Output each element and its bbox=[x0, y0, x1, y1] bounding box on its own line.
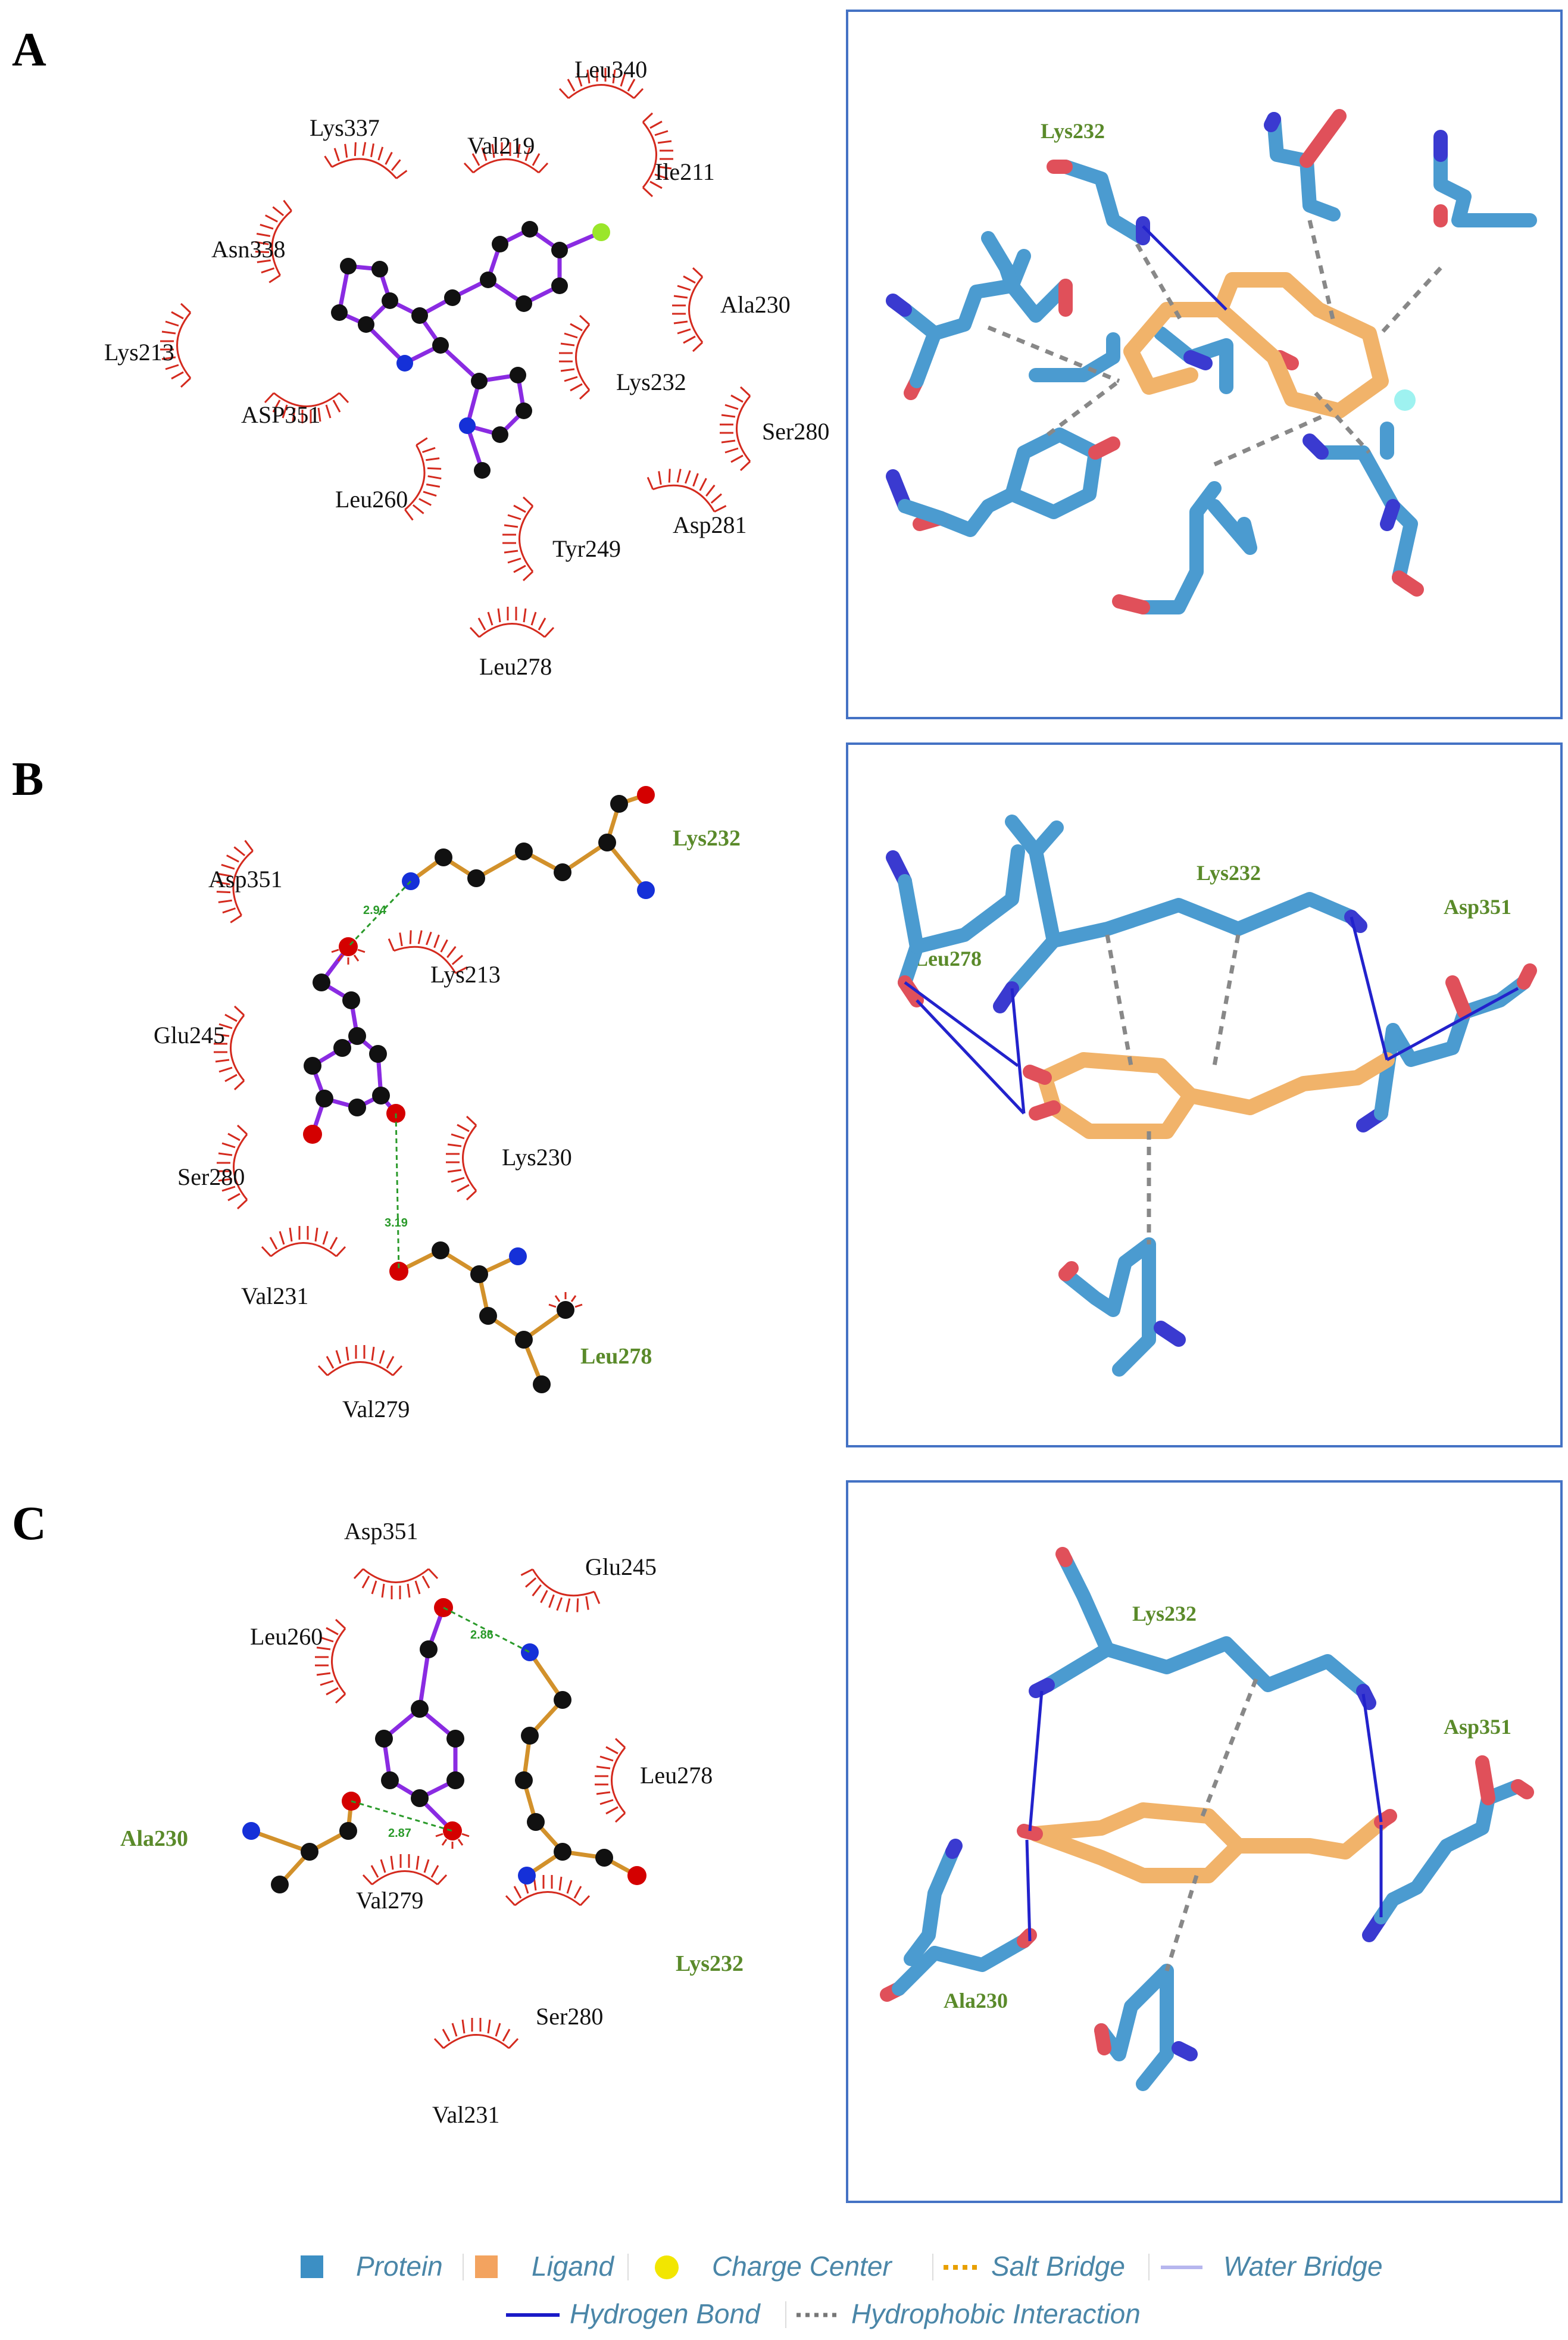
residue-chain-lys232 bbox=[515, 1643, 646, 1885]
residue-label: Lys213 bbox=[104, 339, 174, 366]
hbond-distance: 2.87 bbox=[388, 1827, 411, 1840]
hydrophobic-arc bbox=[594, 1737, 626, 1823]
residue-label: Glu245 bbox=[585, 1553, 657, 1580]
residue-label: Val279 bbox=[356, 1887, 423, 1914]
residue-label: Leu278 bbox=[479, 653, 552, 680]
residue-label: Asp281 bbox=[673, 511, 746, 538]
residue-label-interacting: Lys232 bbox=[673, 826, 741, 851]
panel-c-3d-view: Lys232 Asp351 Ala230 bbox=[846, 1480, 1563, 2203]
hydrophobic-arc bbox=[558, 314, 591, 400]
residue-label: Val231 bbox=[241, 1283, 308, 1309]
panel-a-2d-diagram: Leu340 Lys337 Val219 Ile211 Asn338 Ala23… bbox=[104, 56, 829, 680]
legend-item-ligand: Ligand bbox=[475, 2251, 615, 2282]
residue-label: Tyr249 bbox=[552, 535, 621, 562]
legend-item-salt-bridge: Salt Bridge bbox=[944, 2251, 1125, 2282]
residue-label: Glu245 bbox=[154, 1022, 225, 1049]
panel-label-a: A bbox=[12, 24, 46, 76]
residue-label: Leu260 bbox=[250, 1623, 323, 1650]
panel-a-3d-frame bbox=[846, 10, 1563, 719]
ligand-a-atoms bbox=[331, 221, 610, 479]
residue-label-3d: Lys232 bbox=[1041, 119, 1105, 143]
residue-chain-leu278 bbox=[389, 1241, 583, 1393]
residue-label-3d: Asp351 bbox=[1444, 1715, 1511, 1739]
legend-label: Hydrogen Bond bbox=[570, 2298, 761, 2329]
residue-label: Leu260 bbox=[335, 486, 408, 513]
legend-label: Charge Center bbox=[712, 2251, 892, 2282]
panel-c-2d-diagram: Asp351 Glu245 Leu260 Leu278 Val279 Ser28… bbox=[120, 1518, 744, 2128]
panel-c-3d-frame bbox=[846, 1480, 1563, 2203]
residue-label: Ser280 bbox=[762, 418, 829, 445]
hydrophobic-arc bbox=[402, 435, 449, 525]
residue-label-interacting: Lys232 bbox=[676, 1951, 744, 1976]
legend-item-protein: Protein bbox=[301, 2251, 443, 2282]
legend-label: Hydrophobic Interaction bbox=[851, 2298, 1141, 2329]
protein-swatch bbox=[301, 2255, 323, 2278]
residue-label: Ala230 bbox=[720, 291, 791, 318]
hydrophobic-arc bbox=[317, 1344, 403, 1377]
ligand-swatch bbox=[475, 2255, 498, 2278]
residue-label: Lys230 bbox=[502, 1144, 572, 1171]
residue-label: Leu340 bbox=[574, 56, 647, 83]
hbond-distance: 2.86 bbox=[470, 1628, 493, 1642]
residue-label-3d: Lys232 bbox=[1197, 861, 1261, 885]
hydrophobic-arc bbox=[505, 1874, 591, 1907]
hydrophobic-arc bbox=[261, 1225, 346, 1258]
hydrophobic-arc bbox=[719, 386, 751, 472]
residue-label-3d: Asp351 bbox=[1444, 895, 1511, 919]
residue-label: Asn338 bbox=[211, 236, 285, 263]
ligand-c bbox=[375, 1598, 470, 1850]
panel-label-c: C bbox=[12, 1497, 46, 1550]
legend-item-hydrophobic-interaction: Hydrophobic Interaction bbox=[797, 2298, 1141, 2329]
residue-label-interacting: Leu278 bbox=[580, 1344, 652, 1369]
legend-label: Ligand bbox=[532, 2251, 615, 2282]
residue-label-interacting: Ala230 bbox=[120, 1826, 188, 1851]
residue-label: Leu278 bbox=[640, 1762, 713, 1789]
residue-label: Ser280 bbox=[177, 1163, 245, 1190]
hydrophobic-arc bbox=[362, 1853, 448, 1886]
residue-label: Lys213 bbox=[430, 961, 501, 988]
legend-item-charge-center: Charge Center bbox=[655, 2251, 892, 2282]
residue-chain-ala230 bbox=[242, 1792, 361, 1893]
hydrophobic-arc bbox=[671, 267, 704, 352]
hbond-distance: 2.94 bbox=[363, 904, 387, 917]
legend-label: Protein bbox=[356, 2251, 443, 2282]
residue-label: Asp351 bbox=[344, 1518, 418, 1545]
panel-b-2d-diagram: Asp351 Lys213 Glu245 Lys230 Ser280 Val23… bbox=[154, 786, 741, 1422]
residue-label: Val231 bbox=[432, 2101, 499, 2128]
residue-label: Ser280 bbox=[536, 2003, 603, 2030]
panel-b-3d-view: Lys232 Leu278 Asp351 bbox=[846, 742, 1563, 1447]
hydrophobic-arc bbox=[445, 1115, 477, 1201]
hydrophobic-arc bbox=[501, 496, 534, 582]
panel-b-3d-frame bbox=[846, 742, 1563, 1447]
legend: Protein Ligand Charge Center Salt Bridge… bbox=[301, 2251, 1383, 2329]
residue-label: Val219 bbox=[467, 132, 535, 159]
hydrophobic-arc bbox=[644, 457, 735, 516]
legend-label: Salt Bridge bbox=[991, 2251, 1125, 2282]
residue-label: ASP351 bbox=[241, 401, 320, 428]
hydrophobic-arc bbox=[433, 2017, 519, 2049]
hydrophobic-arc bbox=[353, 1568, 439, 1600]
residue-chain-lys232 bbox=[402, 786, 655, 899]
charge-center-swatch bbox=[655, 2255, 679, 2279]
hydrophobic-arc bbox=[469, 606, 555, 638]
legend-item-water-bridge: Water Bridge bbox=[1161, 2251, 1383, 2282]
legend-label: Water Bridge bbox=[1223, 2251, 1383, 2282]
legend-item-hydrogen-bond: Hydrogen Bond bbox=[506, 2298, 761, 2329]
residue-label: Val279 bbox=[342, 1396, 410, 1422]
hbond-distance: 3.19 bbox=[385, 1216, 408, 1230]
residue-label: Asp351 bbox=[208, 866, 282, 893]
residue-label: Ile211 bbox=[655, 158, 715, 185]
panel-a-3d-view: Lys232 bbox=[846, 10, 1563, 719]
residue-label: Lys232 bbox=[616, 369, 686, 395]
panel-label-b: B bbox=[12, 753, 43, 806]
ligand-b bbox=[303, 937, 405, 1144]
hydrophobic-arc bbox=[322, 135, 412, 181]
residue-label: Lys337 bbox=[310, 114, 380, 141]
residue-label-3d: Lys232 bbox=[1132, 1602, 1197, 1625]
residue-label-3d: Ala230 bbox=[944, 1989, 1008, 2013]
